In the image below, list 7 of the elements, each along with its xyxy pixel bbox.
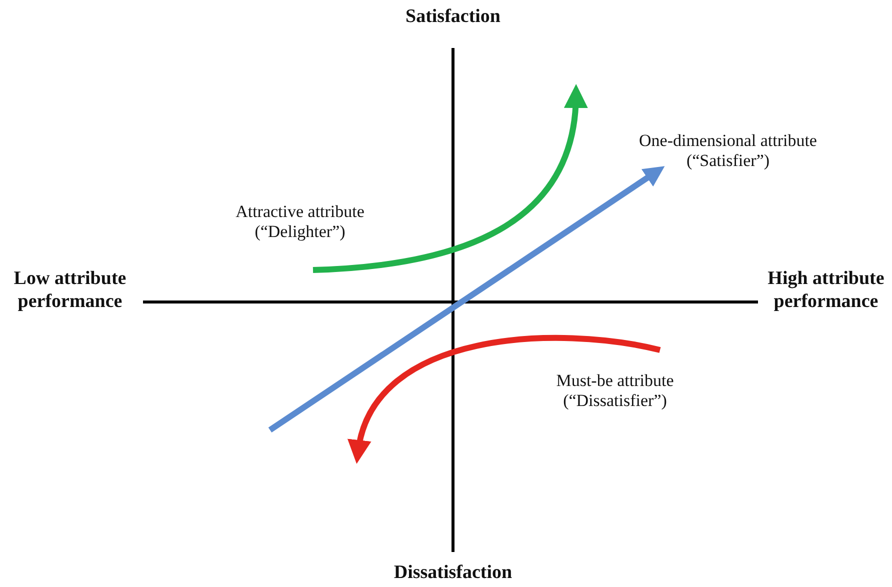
curve-label: Attractive attribute (“Delighter”) bbox=[234, 202, 366, 243]
axis-label: Satisfaction bbox=[404, 6, 502, 29]
curve-label: Must-be attribute (“Dissatisfier”) bbox=[555, 371, 675, 412]
curve-label: One-dimensional attribute (“Satisfier”) bbox=[638, 131, 818, 172]
axis-label: Dissatisfaction bbox=[392, 562, 514, 585]
axis-label: Low attribute performance bbox=[12, 268, 128, 314]
axis-label: High attribute performance bbox=[766, 268, 886, 314]
